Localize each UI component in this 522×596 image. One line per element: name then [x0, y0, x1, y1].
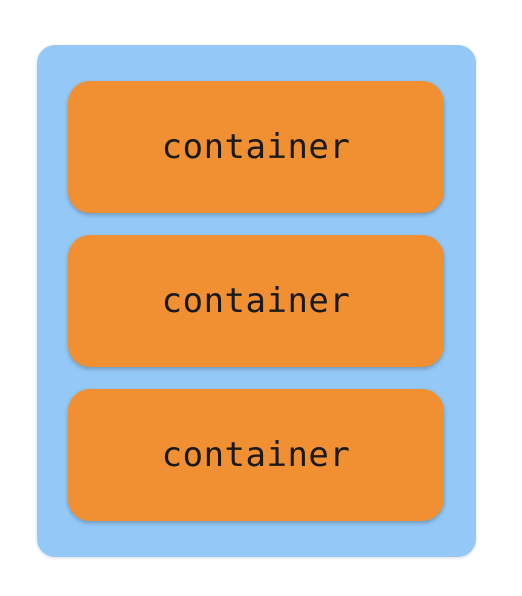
- container-box-3: container: [68, 389, 444, 521]
- container-label-1: container: [161, 127, 351, 167]
- container-label-3: container: [161, 435, 351, 475]
- container-box-2: container: [68, 235, 444, 367]
- container-box-1: container: [68, 81, 444, 213]
- container-label-2: container: [161, 281, 351, 321]
